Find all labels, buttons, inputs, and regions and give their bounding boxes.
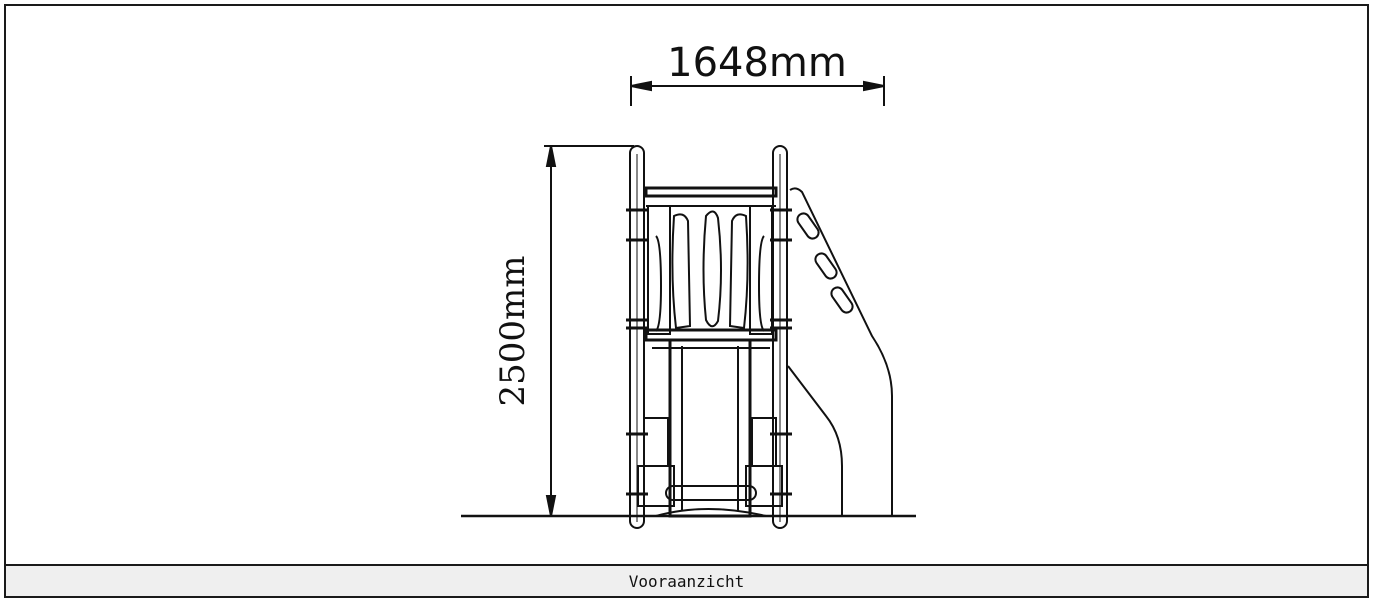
width-dimension: 1648mm: [630, 40, 885, 106]
drawing-frame: 1648mm 2500mm: [4, 4, 1369, 598]
height-label: 2500mm: [493, 255, 533, 406]
playground-equipment: [626, 145, 893, 529]
view-caption-bar: Vooraanzicht: [6, 564, 1367, 596]
width-label: 1648mm: [667, 40, 847, 86]
view-caption: Vooraanzicht: [628, 571, 745, 591]
height-dimension: 2500mm: [493, 145, 634, 517]
technical-drawing: 1648mm 2500mm: [461, 40, 916, 529]
